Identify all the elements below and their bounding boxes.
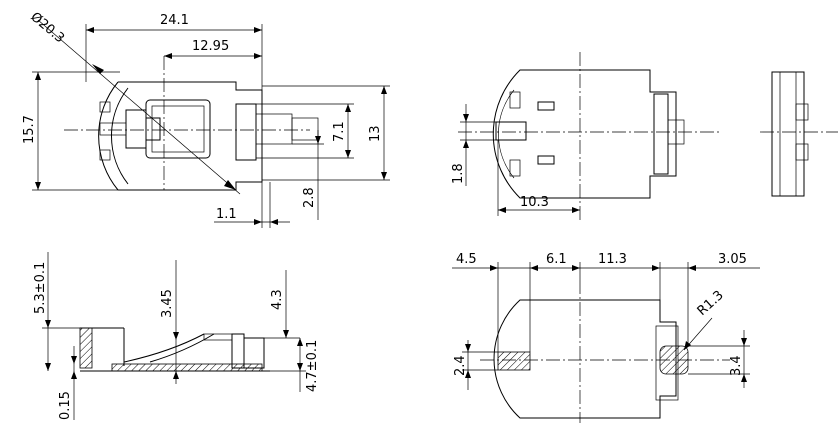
top-view-right-contact (235, 103, 257, 161)
dim-5-3-arrow (45, 363, 51, 371)
dim-2-4-arrow (465, 370, 471, 378)
footprint-outline (493, 299, 677, 419)
side-view-spring (123, 333, 205, 363)
bottom-view-spring (495, 121, 527, 141)
dim-5-3-arrow (45, 320, 51, 328)
dim-2-4-arrow (465, 344, 471, 352)
end-view-notch (795, 103, 809, 121)
end-view-body (771, 71, 805, 197)
bottom-view-slot (509, 159, 521, 177)
dim-3-45-label: 3.45 (160, 289, 175, 318)
dim-24-1-label: 24.1 (160, 13, 189, 28)
dim-4-5-label: 4.5 (456, 252, 477, 267)
dim-2-8-arrow (315, 136, 321, 144)
dim-1-1-label: 1.1 (216, 207, 237, 222)
dim-10-3-label: 10.3 (520, 195, 549, 210)
end-view (760, 71, 838, 197)
dim-10-3-arrow (572, 207, 580, 213)
dim-6-1-label: 6.1 (546, 252, 567, 267)
footprint-pad-a (497, 351, 531, 371)
dim-24-1-arrow (86, 27, 94, 33)
side-view-left-wall (79, 327, 93, 369)
top-view-body (118, 81, 263, 191)
dim-7-1-label: 7.1 (332, 121, 347, 142)
side-view-spring-inner (149, 333, 215, 363)
dim-0-15-label: 0.15 (58, 391, 73, 420)
dim-4-7-arrow (297, 338, 303, 346)
dim-chain-arrow (572, 265, 580, 271)
dim-10-3-arrow (498, 207, 506, 213)
top-view-right-tab (255, 113, 293, 145)
dim-3-4-label: 3.4 (729, 355, 744, 376)
top-view-inner-arc (111, 87, 129, 185)
dim-11-3-label: 11.3 (598, 252, 627, 267)
top-view-diameter-arrow (224, 180, 236, 190)
dim-13-label: 13 (368, 125, 383, 142)
bottom-view-pad (537, 101, 555, 111)
dim-1-8-label: 1.8 (451, 163, 466, 184)
top-view: Ø20.3 24.1 12.95 15.7 13 7.1 (22, 10, 390, 228)
bottom-view-inner-arc (498, 89, 515, 179)
dim-12-95-arrow (164, 53, 172, 59)
bottom-view-outline (492, 69, 677, 199)
top-view-diameter-label: Ø20.3 (27, 10, 67, 47)
top-view-pin-slot (99, 122, 127, 136)
dim-0-15-arrow (71, 371, 77, 379)
top-view-tab-tip (291, 117, 319, 141)
top-view-contact-frame (145, 99, 211, 159)
dim-2-4-label: 2.4 (453, 355, 468, 376)
dim-1-8-arrow (463, 114, 469, 122)
dim-0-15-arrow (71, 356, 77, 364)
dim-24-1-arrow (254, 27, 262, 33)
dim-3-4-arrow (741, 374, 747, 382)
dim-12-95-arrow (254, 53, 262, 59)
top-view-spring-tab (125, 109, 161, 149)
dim-4-7-label: 4.7±0.1 (305, 340, 320, 392)
bottom-view-right-contact (653, 93, 669, 175)
side-view: 5.3±0.1 0.15 3.45 4.3 4.7±0.1 (33, 252, 320, 420)
dim-2-8-label: 2.8 (302, 187, 317, 208)
top-view-round-outline (98, 81, 119, 191)
dim-15-7-arrow (35, 72, 41, 80)
top-view-diameter-arrow (92, 64, 104, 74)
dim-5-3-label: 5.3±0.1 (33, 262, 48, 314)
footprint-view: 4.5 6.1 11.3 3.05 R1.3 2.4 3.4 (452, 252, 760, 423)
dim-1-1-arrow (254, 219, 262, 225)
bottom-view-slot (509, 91, 521, 109)
side-view-right-block (231, 333, 245, 369)
dim-12-95-label: 12.95 (192, 39, 229, 54)
dim-chain-arrow (530, 265, 538, 271)
dim-13-arrow (381, 172, 387, 180)
top-view-tooth (99, 101, 111, 113)
dim-1-8-arrow (463, 140, 469, 148)
top-view-diameter-leader (37, 19, 241, 195)
dim-3-45-arrow (173, 332, 179, 340)
dim-15-7-arrow (35, 182, 41, 190)
dim-13-arrow (381, 86, 387, 94)
dim-15-7-label: 15.7 (22, 115, 37, 144)
dim-3-05-label: 3.05 (718, 252, 747, 267)
dim-r1-3-label: R1.3 (695, 288, 727, 319)
dim-4-3-label: 4.3 (270, 289, 285, 310)
bottom-view-pad (537, 155, 555, 165)
dim-3-4-arrow (741, 338, 747, 346)
top-view-contact-inner (151, 105, 205, 153)
top-view-tooth (99, 149, 111, 161)
dim-chain-arrow (688, 265, 696, 271)
dim-1-1-arrow (270, 219, 278, 225)
dim-4-3-arrow (283, 330, 289, 338)
bottom-view: 1.8 10.3 (451, 52, 720, 220)
dim-3-45-arrow (173, 371, 179, 379)
dim-7-1-arrow (345, 150, 351, 158)
dim-chain-arrow (652, 265, 660, 271)
dim-4-7-arrow (297, 363, 303, 371)
dim-7-1-arrow (345, 104, 351, 112)
dim-r1-3-arrow (684, 341, 691, 350)
side-view-right-clip (243, 337, 265, 369)
end-view-notch (795, 143, 809, 161)
dim-chain-arrow (490, 265, 498, 271)
